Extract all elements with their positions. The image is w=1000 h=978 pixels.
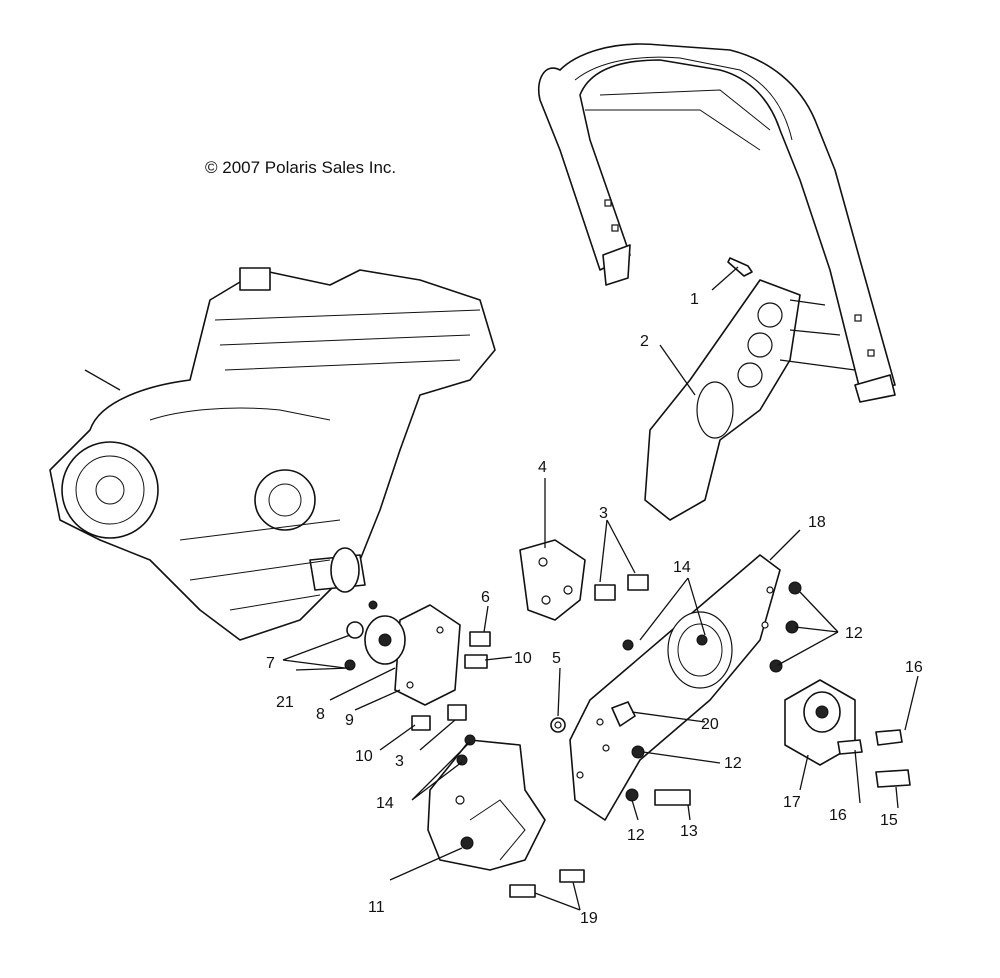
callout-7: 7 — [266, 655, 275, 672]
plate-part-4 — [519, 539, 586, 621]
callout-3-top: 3 — [599, 505, 608, 522]
callout-12-bottom: 12 — [627, 827, 645, 844]
callout-9: 9 — [345, 712, 354, 729]
callout-16-bottom: 16 — [829, 807, 847, 824]
washer-part-5 — [550, 717, 566, 733]
callout-12-right: 12 — [845, 625, 863, 642]
frame-tube — [538, 43, 896, 403]
bracket-part-2 — [644, 279, 856, 521]
plate-part-18 — [569, 554, 781, 821]
callout-18: 18 — [808, 514, 826, 531]
callout-14-left: 14 — [376, 795, 394, 812]
callout-20: 20 — [701, 716, 719, 733]
callout-13: 13 — [680, 823, 698, 840]
leader-lines — [282, 266, 919, 911]
callout-10-bottom: 10 — [355, 748, 373, 765]
callout-4: 4 — [538, 459, 547, 476]
nuts-part-14 — [456, 639, 634, 766]
bolts-part-3 — [447, 574, 649, 721]
callout-6: 6 — [481, 589, 490, 606]
copyright-notice: © 2007 Polaris Sales Inc. — [205, 158, 397, 177]
callout-17: 17 — [783, 794, 801, 811]
mount-part-8-9 — [364, 604, 461, 706]
callout-8: 8 — [316, 706, 325, 723]
callout-10-top: 10 — [514, 650, 532, 667]
engine — [49, 267, 496, 641]
callout-3-bottom: 3 — [395, 753, 404, 770]
callout-21: 21 — [276, 694, 294, 711]
bracket-part-11 — [427, 739, 546, 871]
callout-12-mid: 12 — [724, 755, 742, 772]
bolts-part-19 — [509, 869, 585, 898]
callout-16-top: 16 — [905, 659, 923, 676]
callout-2: 2 — [640, 333, 649, 350]
callout-labels: 1 2 3 3 4 5 6 7 8 9 10 10 11 12 12 12 12… — [266, 291, 923, 927]
bolts-part-15-16 — [837, 729, 911, 788]
bolts-part-12 — [625, 581, 802, 802]
callout-5: 5 — [552, 650, 561, 667]
bolt-part-13 — [654, 789, 691, 806]
callout-19: 19 — [580, 910, 598, 927]
callout-15: 15 — [880, 812, 898, 829]
rivet-part-1 — [727, 257, 753, 277]
callout-1: 1 — [690, 291, 699, 308]
callout-11: 11 — [368, 899, 385, 916]
bolts-part-6-10 — [411, 631, 491, 731]
callout-14-top: 14 — [673, 559, 691, 576]
clip-part-20 — [611, 701, 636, 727]
